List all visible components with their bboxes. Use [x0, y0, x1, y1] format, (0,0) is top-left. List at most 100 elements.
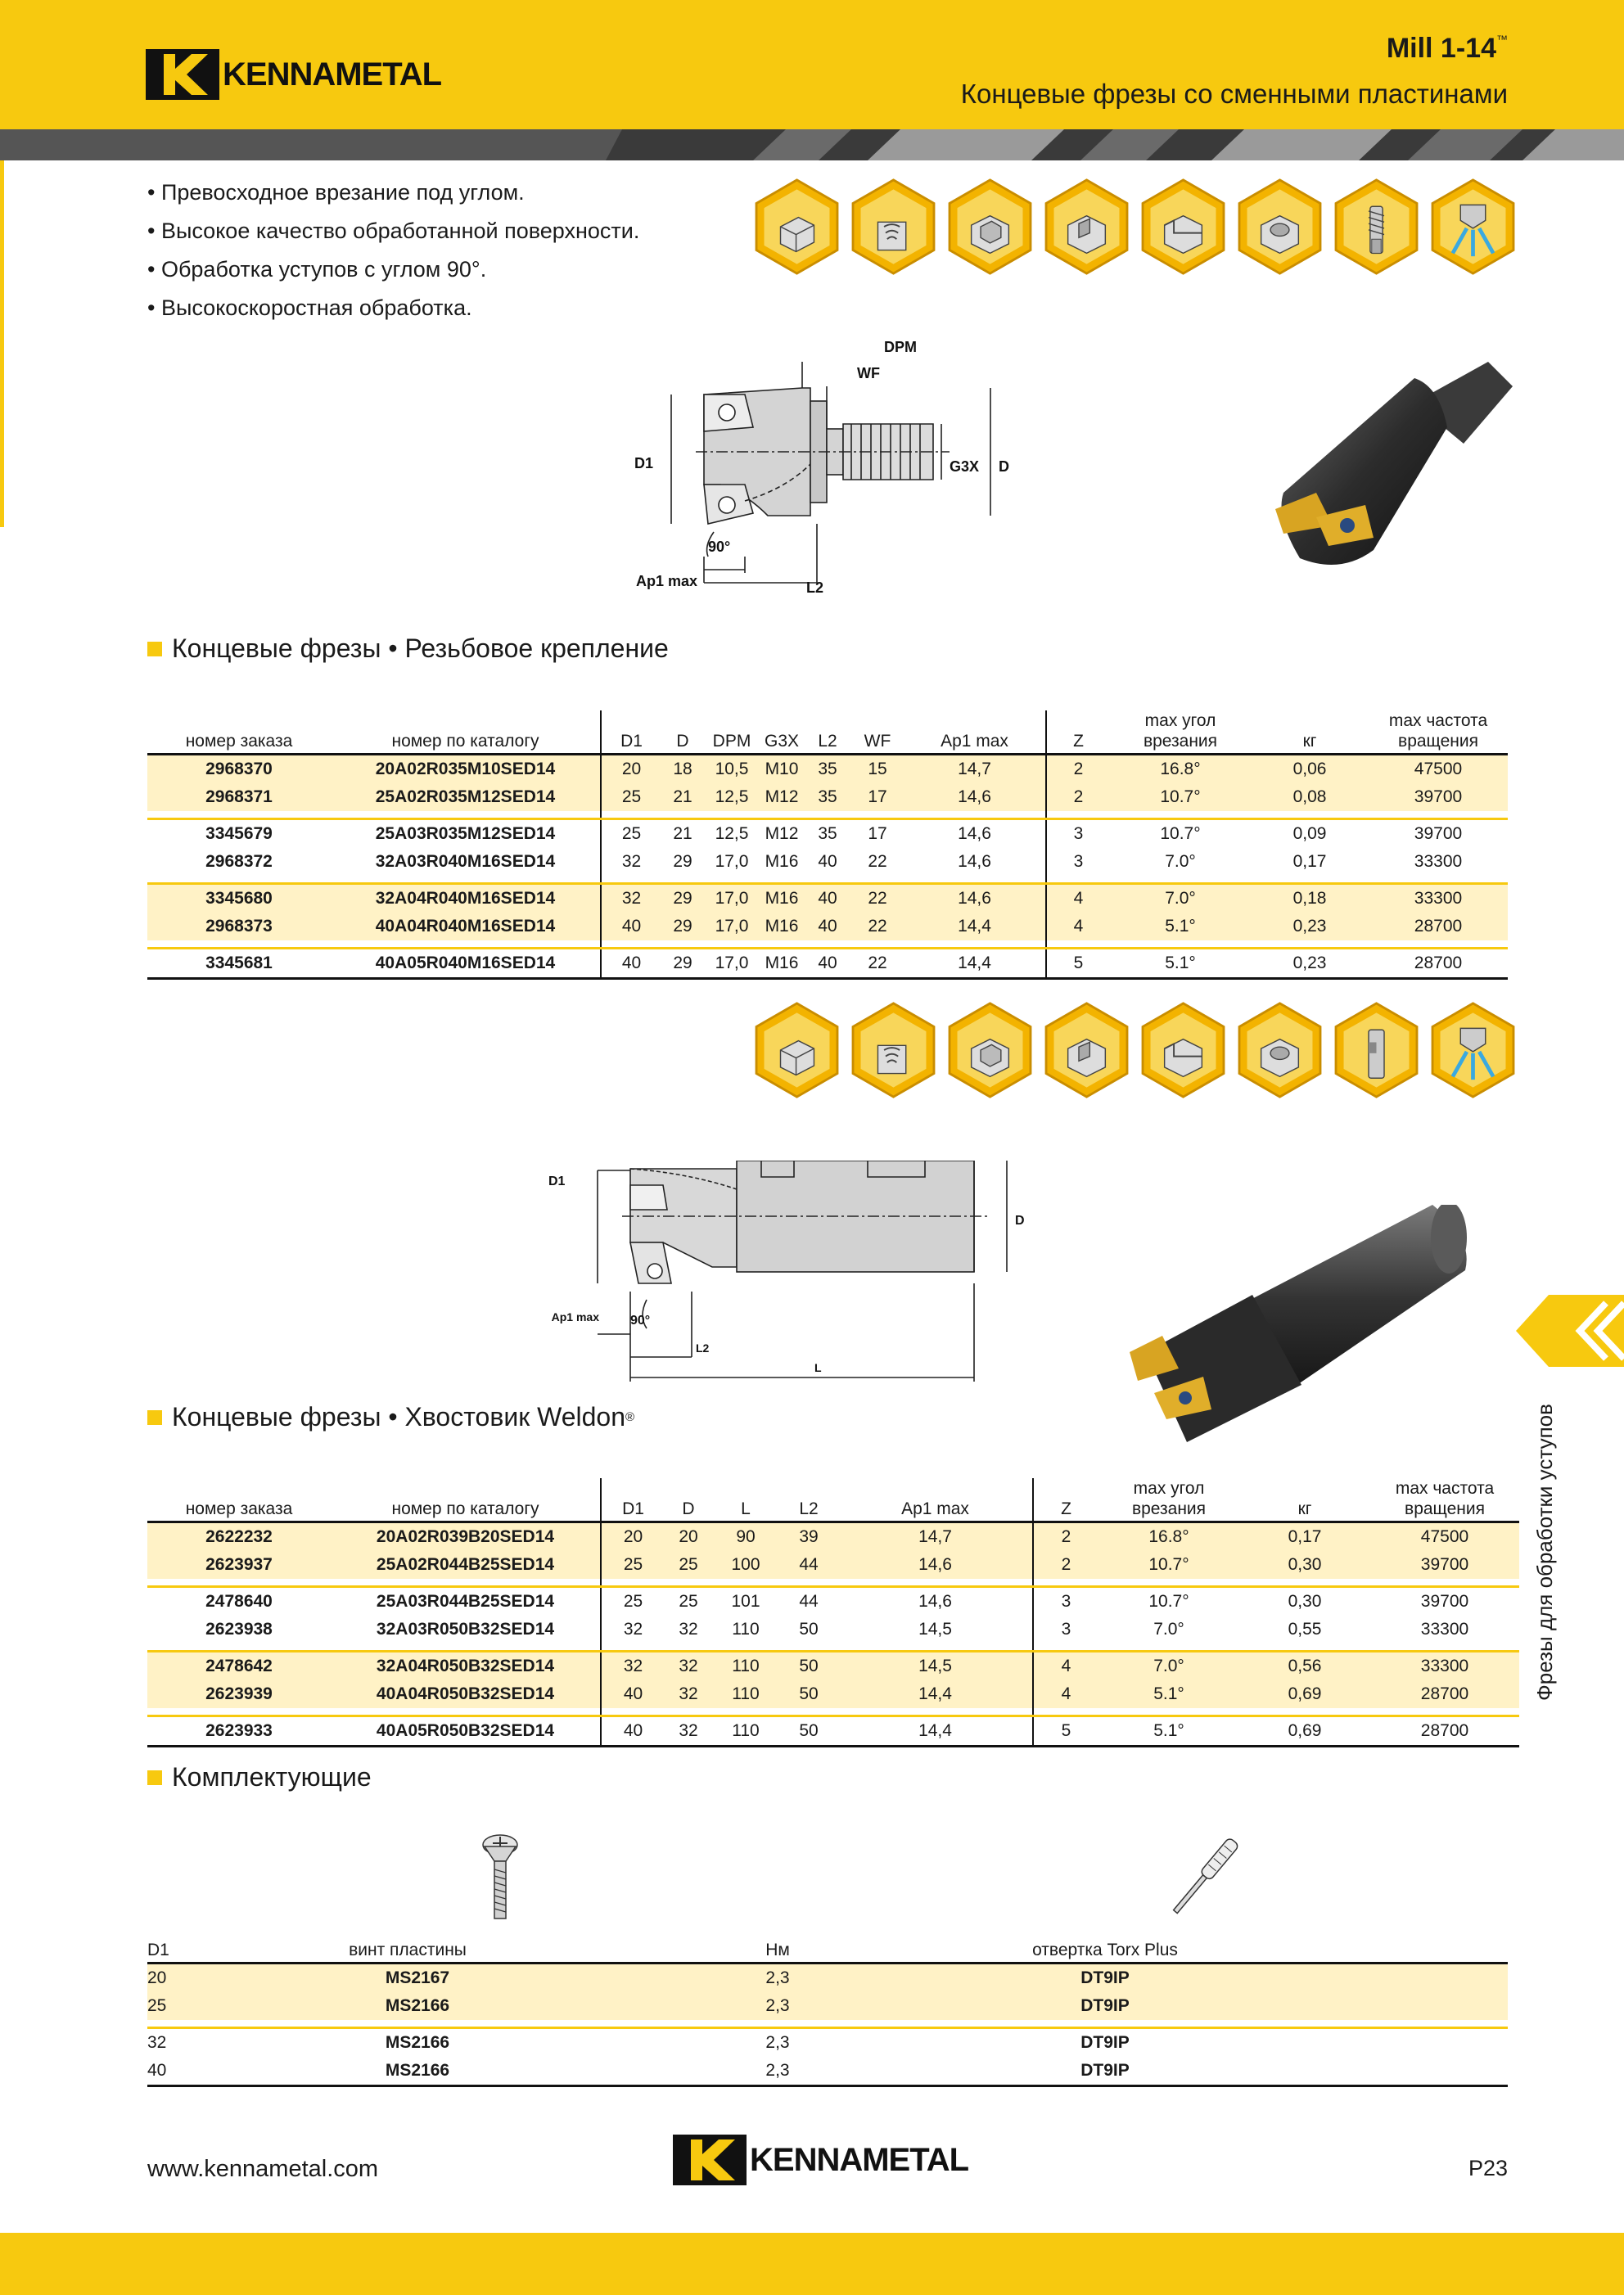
table-cell: 4 — [1032, 1651, 1098, 1680]
table-cell: 40A05R040M16SED14 — [331, 948, 601, 980]
trademark-mark: ™ — [1496, 33, 1508, 46]
table-cell: 5 — [1032, 1716, 1098, 1747]
table-cell: 0,30 — [1288, 1592, 1322, 1611]
table-cell: 25 — [600, 818, 661, 848]
footer-bar — [0, 2233, 1624, 2295]
table-cell: 20 — [147, 1963, 246, 1992]
table-cell-blank — [1244, 2057, 1508, 2087]
table-cell: 2478642 — [147, 1651, 331, 1680]
table-cell: 2478640 — [205, 1592, 273, 1611]
col-d1: D1 — [600, 1478, 665, 1523]
table-cell: 17,0 — [715, 852, 749, 871]
separator-cell — [665, 1708, 712, 1717]
website-link[interactable]: www.kennametal.com — [147, 2156, 379, 2182]
separator-cell — [661, 876, 704, 885]
table-cell: 20 — [600, 754, 661, 783]
table-cell: 14,6 — [904, 883, 1046, 913]
table-cell: 0,06 — [1251, 754, 1369, 783]
weldon-cutter-drawing: D1 D 90° Ap1 max L2 L — [548, 1161, 1025, 1382]
label-ap1max: Ap1 max — [636, 573, 697, 589]
table-cell: MS2166 — [246, 2057, 589, 2087]
table-cell: 20A02R039B20SED14 — [331, 1522, 601, 1551]
table-cell: 25A02R035M12SED14 — [331, 783, 601, 811]
table-cell: 0,30 — [1239, 1551, 1370, 1579]
separator-cell — [331, 811, 601, 820]
table-cell: 29 — [661, 883, 704, 913]
table-cell: 14,6 — [838, 1551, 1033, 1579]
table-cell: 40 — [600, 913, 661, 940]
table-cell: 39700 — [1414, 824, 1463, 843]
separator-cell — [966, 2020, 1244, 2029]
coolant-through-icon — [1431, 178, 1515, 275]
separator-cell — [760, 876, 804, 885]
separator-cell — [1098, 1708, 1239, 1717]
separator-cell — [804, 876, 851, 885]
separator-cell — [704, 940, 760, 949]
table-cell: 10.7° — [1160, 824, 1201, 843]
helical-interpolation-icon — [851, 178, 936, 275]
kennametal-logo[interactable]: KENNAMETAL — [673, 2135, 969, 2185]
separator-cell — [838, 1643, 1033, 1652]
table-cell: 2,3 — [765, 2033, 790, 2052]
separator-cell — [1239, 1708, 1370, 1717]
table-cell: 2968371 — [147, 783, 331, 811]
table-cell: 25 — [600, 1586, 665, 1616]
table-cell: 25 — [147, 1992, 246, 2020]
weldon-cutters-table: номер заказа номер по каталогу D1 D L L2… — [147, 1478, 1519, 1747]
table-cell: M16 — [765, 852, 799, 871]
table-cell: 4 — [1045, 883, 1110, 913]
table-cell: 33300 — [1369, 883, 1508, 913]
label-g3x: G3X — [950, 458, 979, 475]
table-cell: 90 — [712, 1522, 779, 1551]
group-separator — [147, 940, 1508, 949]
col-z: Z — [1045, 710, 1110, 755]
separator-cell — [851, 940, 904, 949]
table-cell: 3 — [1045, 848, 1110, 876]
table-cell: 44 — [799, 1592, 819, 1611]
col-g3x: G3X — [760, 710, 804, 755]
table-cell: 40 — [818, 852, 837, 871]
col-dpm: DPM — [704, 710, 760, 755]
col-kg: кг — [1251, 710, 1369, 755]
separator-cell — [600, 1643, 665, 1652]
separator-cell — [331, 1708, 601, 1717]
table-cell: 29 — [661, 948, 704, 980]
table-cell: 28700 — [1370, 1716, 1519, 1747]
label-dpm: DPM — [884, 339, 917, 355]
table-cell: 32 — [600, 1616, 665, 1643]
table-cell: 14,5 — [918, 1620, 952, 1639]
table-cell: 18 — [661, 754, 704, 783]
section-tab-chevron[interactable] — [1516, 1295, 1624, 1367]
table-cell-blank — [1244, 1992, 1508, 2020]
table-cell: 22 — [851, 913, 904, 940]
kennametal-logo[interactable]: KENNAMETAL — [146, 49, 442, 100]
separator-cell — [1370, 1643, 1519, 1652]
table-cell: 32 — [147, 2033, 167, 2052]
table-cell: 32A03R040M16SED14 — [375, 852, 556, 871]
col-d: D — [661, 710, 704, 755]
group-separator — [147, 1579, 1519, 1588]
label-l2: L2 — [806, 579, 823, 596]
separator-cell — [904, 876, 1046, 885]
label-d: D — [1015, 1214, 1025, 1228]
table-cell: 2623933 — [147, 1716, 331, 1747]
table-cell: 0,56 — [1239, 1651, 1370, 1680]
shoulder-icon — [1141, 178, 1225, 275]
separator-cell — [665, 1579, 712, 1588]
separator-cell — [779, 1643, 838, 1652]
section-heading-accessories: Комплектующие — [147, 1762, 372, 1792]
table-cell: 50 — [779, 1651, 838, 1680]
table-cell: 40A04R040M16SED14 — [331, 913, 601, 940]
col-max-rpm: max частота вращения — [1369, 710, 1508, 755]
application-icons-row — [753, 178, 1517, 275]
registered-mark: ® — [625, 1410, 635, 1424]
